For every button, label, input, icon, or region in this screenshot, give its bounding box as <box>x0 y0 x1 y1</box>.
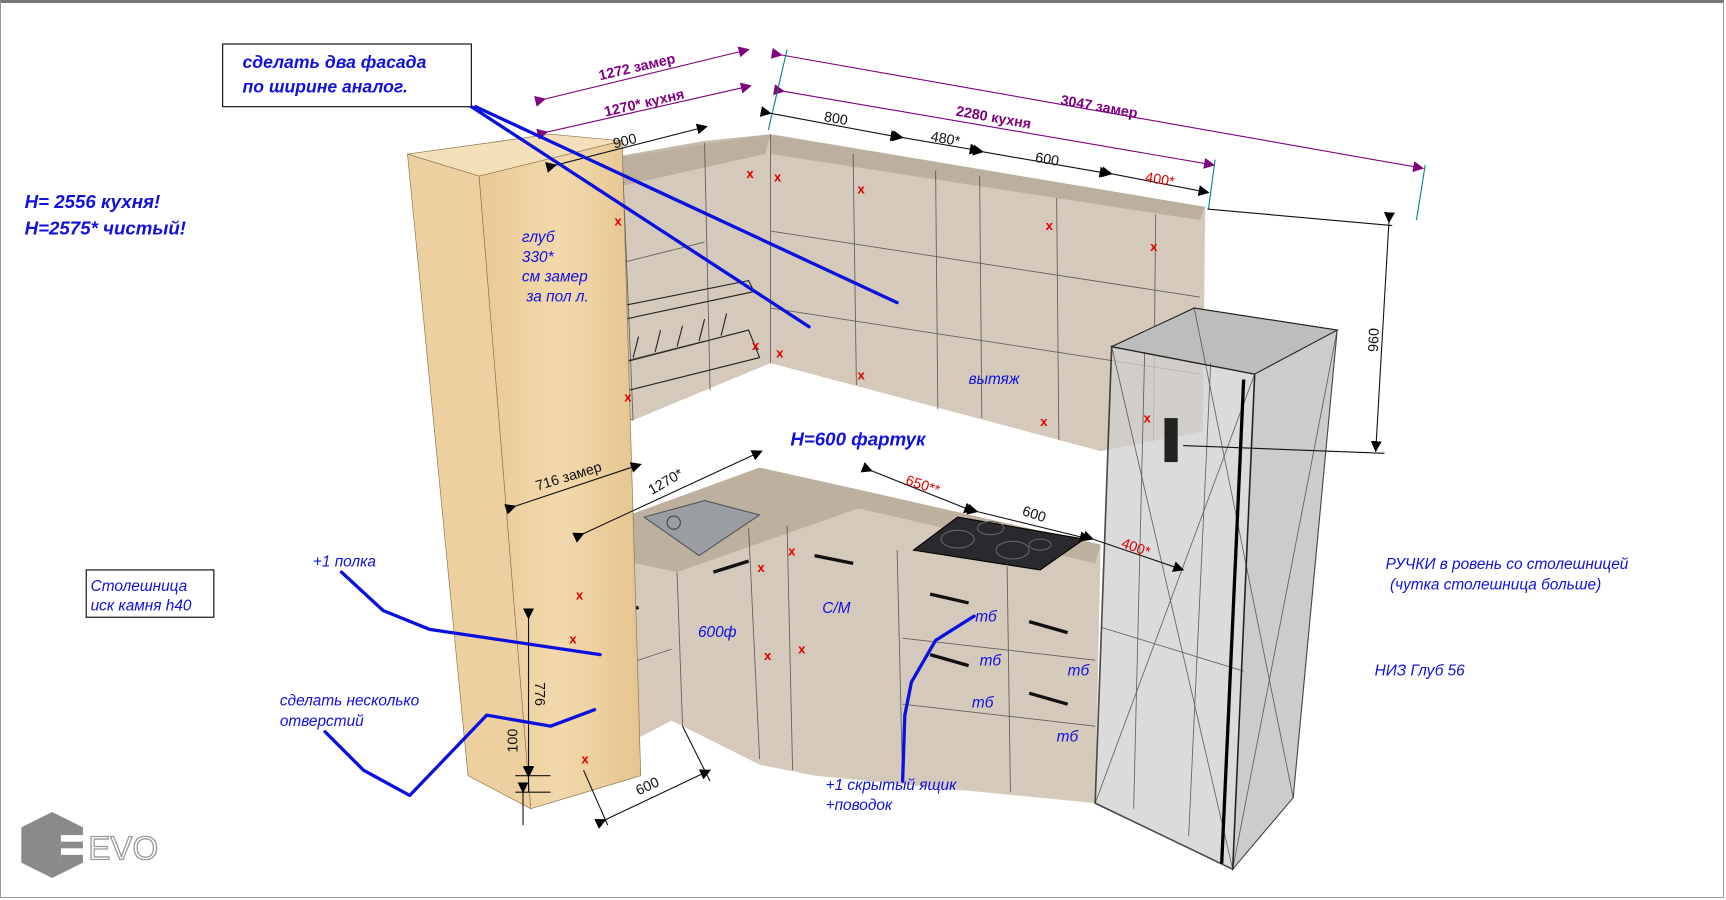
holes-note-1: сделать несколько <box>280 692 420 709</box>
upper-cabinets <box>556 134 1206 452</box>
handles-note-1: РУЧКИ в ровень со столешницей <box>1386 556 1629 573</box>
holes-note-2: отверстий <box>280 713 364 730</box>
svg-text:x: x <box>764 648 772 663</box>
drawer-label: тб <box>975 609 998 626</box>
drawer-label: тб <box>980 653 1003 670</box>
countertop-note-box: Столешница иск камня h40 <box>85 569 215 618</box>
drawer-label: тб <box>972 694 995 711</box>
depth-note-3: см замер <box>522 269 588 286</box>
svg-text:x: x <box>569 632 577 647</box>
svg-text:x: x <box>857 368 865 383</box>
height-note-kitchen: H= 2556 кухня! <box>25 191 161 212</box>
shelf-note: +1 полка <box>313 554 376 571</box>
cabinet-600f-label: 600ф <box>698 624 737 641</box>
svg-text:x: x <box>776 346 784 361</box>
svg-text:x: x <box>757 560 765 575</box>
apron-note: H=600 фартук <box>790 429 927 450</box>
svg-text:x: x <box>798 642 806 657</box>
dim-1272-measured: 1272 замер <box>597 51 677 84</box>
dim-776: 776 <box>531 682 547 706</box>
hood-label: вытяж <box>969 371 1021 388</box>
dishwasher-label: С/М <box>822 600 850 617</box>
dim-400-upper: 400* <box>1144 170 1176 191</box>
hidden-drawer-note-2: +поводок <box>826 797 893 814</box>
evo-logo: EVO <box>21 811 159 878</box>
logo-text: EVO <box>88 829 158 866</box>
svg-text:x: x <box>576 588 584 603</box>
red-x-marks: x x x x x x x x x x x x x x x x x x x <box>569 166 1158 766</box>
svg-text:x: x <box>581 752 589 767</box>
countertop-line-1: Столешница <box>91 578 188 595</box>
countertop-line-2: иск камня h40 <box>91 598 192 615</box>
dim-480: 480* <box>929 129 961 150</box>
svg-text:x: x <box>1144 410 1152 425</box>
svg-text:x: x <box>857 182 865 197</box>
svg-text:x: x <box>746 166 754 181</box>
hidden-drawer-note-1: +1 скрытый ящик <box>826 777 958 794</box>
svg-text:x: x <box>752 338 760 353</box>
bottom-depth-note: НИЗ Глуб 56 <box>1375 663 1466 680</box>
drawer-label: тб <box>1057 729 1080 746</box>
fridge <box>1094 307 1339 871</box>
dim-100: 100 <box>506 729 522 753</box>
dim-3047-measured: 3047 замер <box>1059 93 1139 122</box>
dim-1270-lower: 1270* <box>646 466 687 499</box>
callout-line-2: по ширине аналог. <box>242 76 407 96</box>
dim-650: 650** <box>904 473 943 499</box>
svg-text:x: x <box>788 544 796 559</box>
callout-two-fronts: сделать два фасада по ширине аналог. <box>222 43 472 108</box>
annotation-leaders <box>323 102 976 798</box>
dim-2280-kitchen: 2280 кухня <box>955 104 1033 133</box>
dim-1270-kitchen: 1270* кухня <box>603 87 686 121</box>
depth-note-2: 330* <box>522 249 555 266</box>
svg-text:x: x <box>1150 239 1158 254</box>
svg-text:x: x <box>1040 414 1048 429</box>
depth-note-1: глуб <box>522 229 556 246</box>
svg-text:x: x <box>774 170 782 185</box>
dim-960: 960 <box>1366 328 1383 352</box>
dim-900: 900 <box>611 131 638 152</box>
svg-text:x: x <box>1046 218 1054 233</box>
dim-600-hob: 600 <box>1020 504 1048 527</box>
svg-text:x: x <box>624 390 632 405</box>
handles-note-2: (чутка столешница больше) <box>1390 577 1601 594</box>
depth-note-4: за пол л. <box>525 288 588 305</box>
dim-600-upper: 600 <box>1034 150 1060 170</box>
dim-800: 800 <box>823 109 849 129</box>
cabinet-handles <box>594 554 1069 706</box>
svg-text:x: x <box>614 214 622 229</box>
drawer-label: тб <box>1068 663 1091 680</box>
height-note-clear: H=2575* чистый! <box>25 217 186 238</box>
callout-line-1: сделать два фасада <box>242 52 426 72</box>
